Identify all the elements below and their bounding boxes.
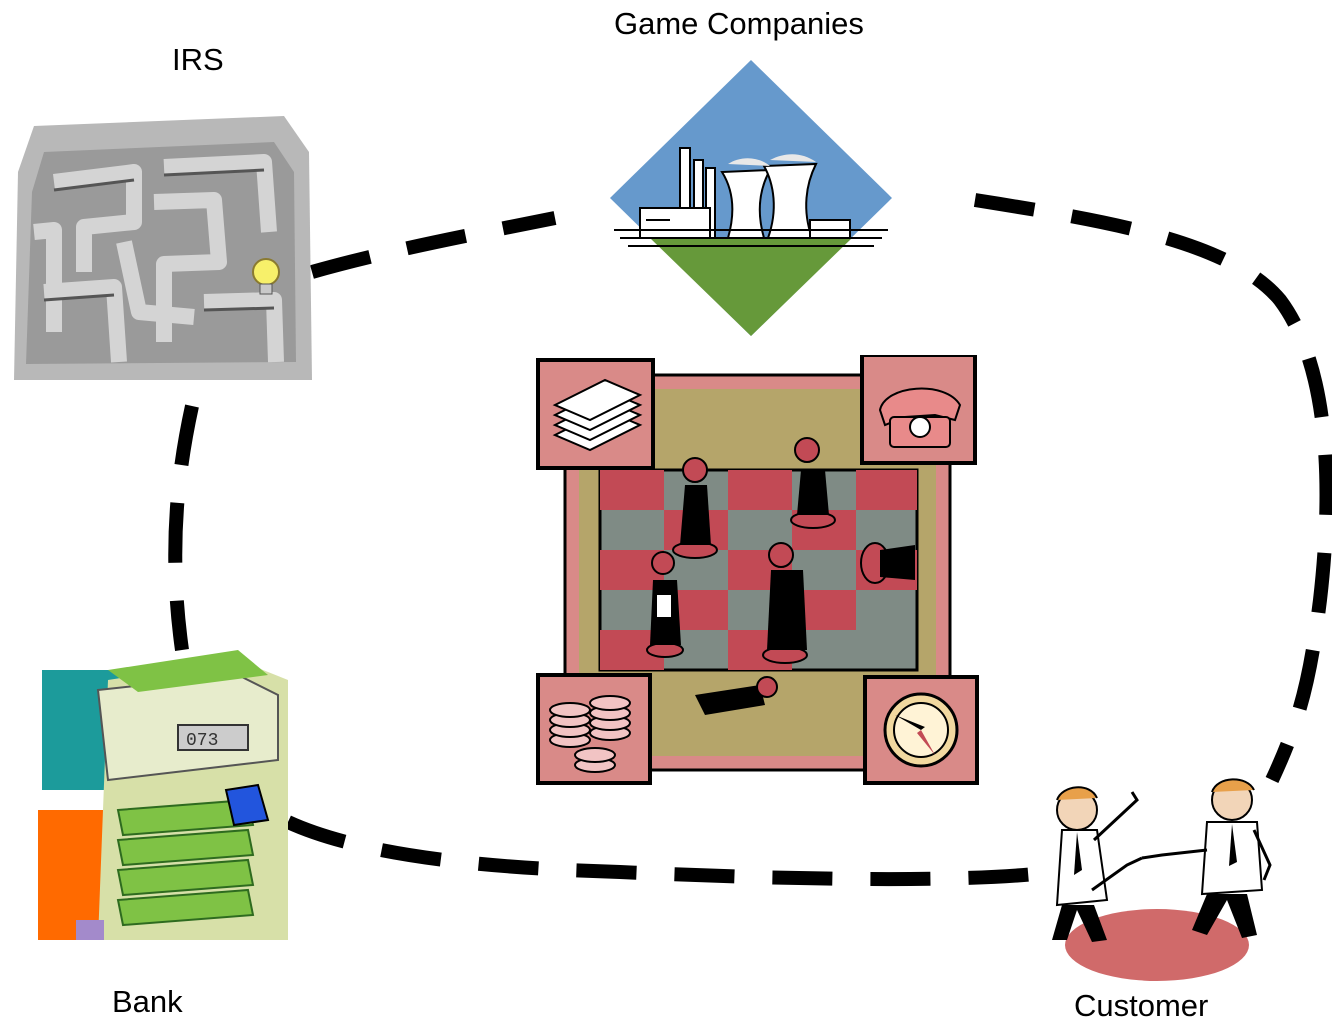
lightbulb-icon [252,258,280,295]
papers-icon [536,358,655,470]
strategy-board-icon [536,355,979,785]
svg-text:073: 073 [186,731,218,751]
connector-bank-to-customer [285,815,1036,887]
customer-label: Customer [1074,988,1209,1023]
connector-game-companies-to-customer [973,193,1332,783]
chess-piece-businessman [646,437,915,715]
customer-handshake-icon [1052,778,1272,981]
irs-maze-icon [14,116,312,380]
bank-label: Bank [112,984,183,1019]
businessman-right [1141,778,1272,938]
connector-irs-to-bank [168,404,199,651]
cooling-tower-icon [720,154,818,239]
businessman-left [1052,786,1143,942]
power-plant-icon [610,60,892,336]
connector-irs-to-game-companies [310,211,557,279]
irs-label: IRS [172,42,224,77]
coins-icon [536,673,652,785]
money-counter-icon: 073 [38,650,288,940]
game-companies-label: Game Companies [614,6,864,41]
compass-icon [863,675,979,785]
telephone-icon [860,355,977,465]
